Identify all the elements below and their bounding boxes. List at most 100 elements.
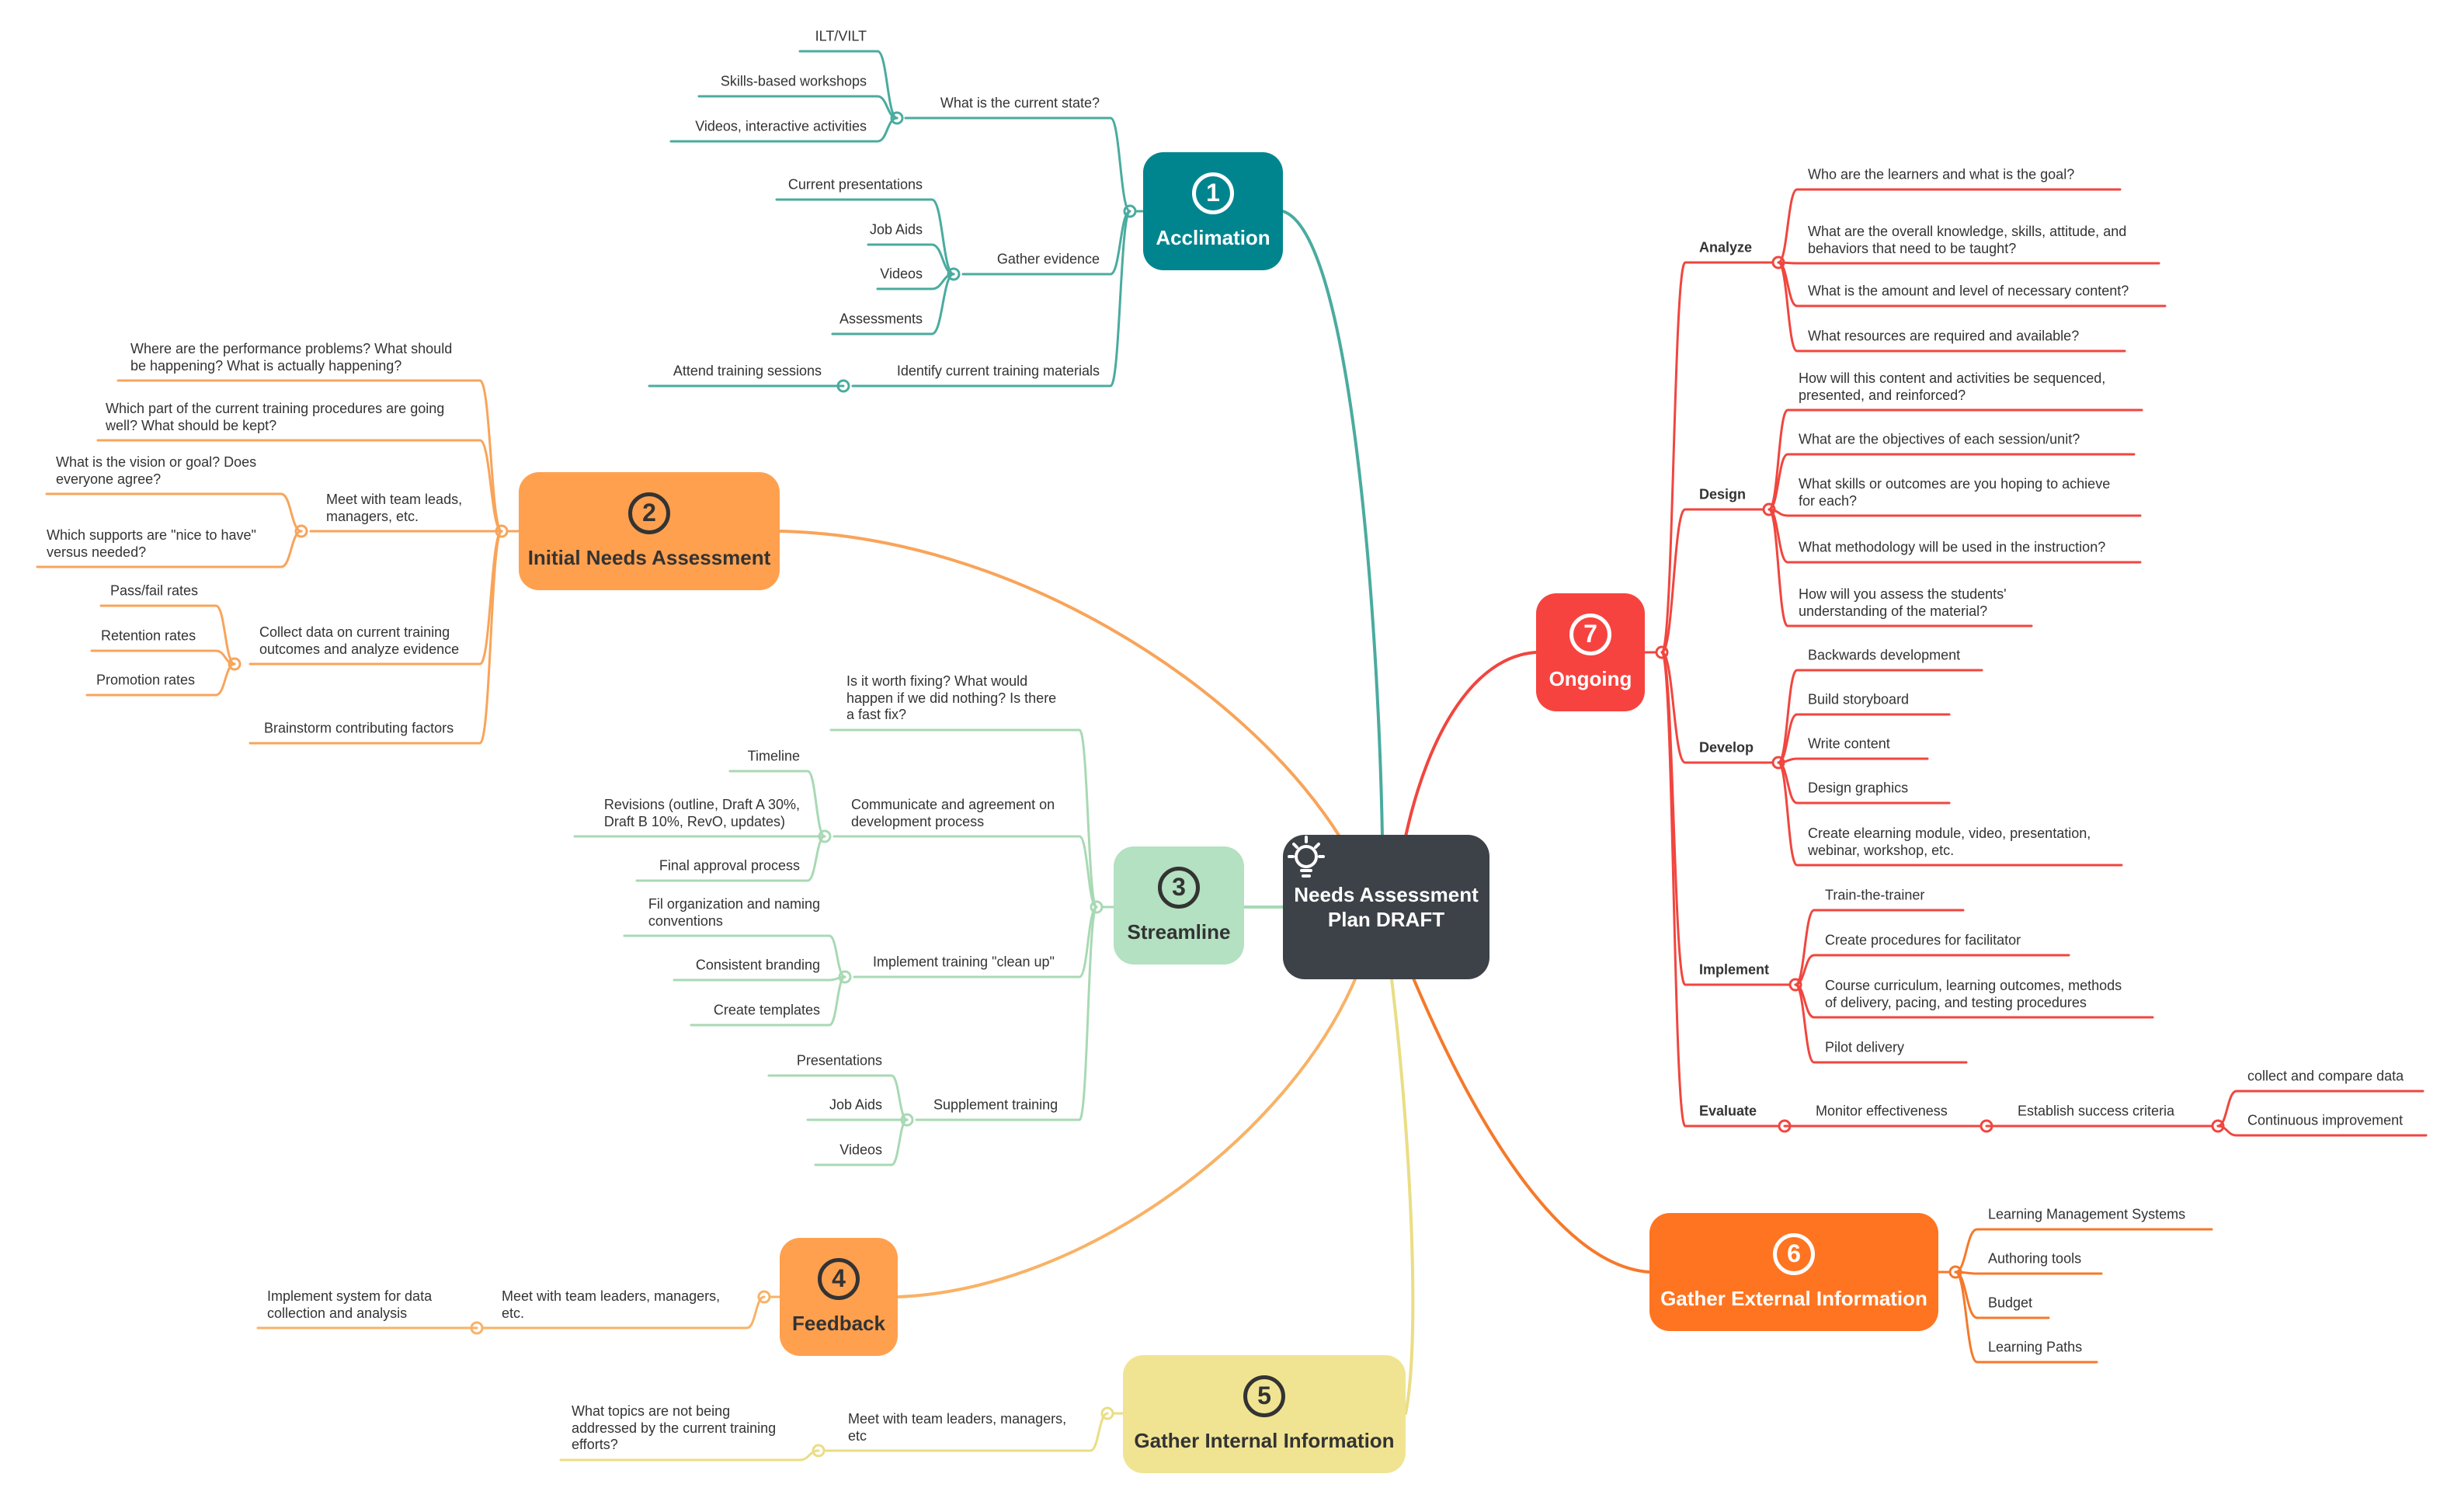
topic-label[interactable]: Train-the-trainer (1825, 887, 1925, 903)
topic-label[interactable]: Learning Paths (1988, 1339, 2083, 1355)
topic-label[interactable]: Where are the performance problems? What… (130, 340, 453, 374)
topic-label[interactable]: Analyze (1699, 239, 1753, 255)
topic-label[interactable]: Create elearning module, video, presenta… (1808, 825, 2091, 858)
branch-title: Streamline (1127, 919, 1231, 944)
topic-label[interactable]: Learning Management Systems (1988, 1206, 2186, 1222)
connector-line (249, 530, 503, 745)
branch-number-badge: 6 (1773, 1232, 1815, 1275)
topic-label[interactable]: Which part of the current training proce… (106, 400, 445, 433)
topic-label[interactable]: Supplement training (933, 1097, 1058, 1113)
topic-label[interactable]: Who are the learners and what is the goa… (1808, 166, 2075, 182)
topic-label[interactable]: Job Aids (869, 221, 923, 238)
connector-line (697, 95, 899, 120)
connector-line (961, 210, 1131, 276)
topic-label[interactable]: What topics are not being addressed by t… (572, 1403, 777, 1453)
connector-line (1281, 210, 1384, 838)
topic-label[interactable]: Is it worth fixing? What would happen if… (846, 673, 1057, 723)
topic-label[interactable]: What are the overall knowledge, skills, … (1808, 223, 2127, 256)
topic-label[interactable]: Develop (1699, 739, 1754, 756)
topic-label[interactable]: Build storyboard (1808, 691, 1910, 707)
connector-line (1794, 954, 2070, 986)
topic-label[interactable]: Promotion rates (96, 672, 196, 688)
topic-label[interactable]: Monitor effectiveness (1816, 1103, 1948, 1119)
topic-label[interactable]: Budget (1988, 1295, 2033, 1311)
connector-line (45, 492, 303, 533)
connector-line (99, 604, 236, 666)
connector-line (1777, 713, 1951, 764)
topic-label[interactable]: Continuous improvement (2247, 1112, 2404, 1128)
connector-line (669, 116, 899, 143)
topic-label[interactable]: Identify current training materials (896, 363, 1100, 379)
topic-label[interactable]: Job Aids (829, 1097, 882, 1113)
topic-label[interactable]: Videos (839, 1142, 882, 1158)
topic-label[interactable]: Collect data on current training outcome… (259, 624, 460, 657)
topic-label[interactable]: Authoring tools (1988, 1250, 2082, 1267)
topic-label[interactable]: Skills-based workshops (720, 73, 867, 89)
topic-label[interactable]: Implement training "clean up" (873, 954, 1055, 970)
topic-label[interactable]: What are the objectives of each session/… (1799, 431, 2080, 447)
topic-label[interactable]: Videos, interactive activities (695, 118, 867, 134)
connector-line (1777, 261, 2126, 353)
topic-label[interactable]: Communicate and agreement on development… (851, 796, 1055, 829)
topic-label[interactable]: Design graphics (1808, 780, 1909, 796)
topic-label[interactable]: Backwards development (1808, 647, 1961, 663)
topic-label[interactable]: ILT/VILT (815, 28, 867, 44)
topic-label[interactable]: Implement (1699, 961, 1770, 978)
connector-line (829, 728, 1098, 909)
connector-line (851, 210, 1131, 388)
topic-label[interactable]: Gather evidence (996, 251, 1100, 267)
topic-label[interactable]: How will you assess the students' unders… (1799, 586, 2007, 619)
topic-label[interactable]: Videos (880, 266, 923, 282)
branch-number-badge: 2 (628, 492, 670, 534)
connector-line (1660, 651, 1780, 764)
topic-label[interactable]: Meet with team leaders, managers, etc (848, 1410, 1067, 1444)
branch-title: Acclimation (1156, 225, 1270, 249)
topic-label[interactable]: What methodology will be used in the ins… (1799, 539, 2106, 555)
topic-label[interactable]: Write content (1808, 735, 1890, 752)
topic-label[interactable]: Meet with team leads, managers, etc. (326, 491, 463, 524)
topic-label[interactable]: Meet with team leaders, managers, etc. (502, 1288, 721, 1321)
topic-label[interactable]: What is the amount and level of necessar… (1808, 283, 2129, 299)
connector-line (728, 770, 826, 838)
topic-label[interactable]: Which supports are "nice to have" versus… (47, 527, 256, 560)
topic-label[interactable]: Final approval process (659, 857, 800, 874)
topic-label[interactable]: Attend training sessions (673, 363, 822, 379)
topic-label[interactable]: Pass/fail rates (110, 582, 199, 599)
topic-label[interactable]: Evaluate (1699, 1103, 1757, 1119)
topic-label[interactable]: Brainstorm contributing factors (264, 720, 454, 736)
topic-label[interactable]: Consistent branding (695, 957, 820, 973)
topic-label[interactable]: Establish success criteria (2018, 1103, 2175, 1119)
topic-label[interactable]: Presentations (796, 1052, 882, 1069)
topic-label[interactable]: What resources are required and availabl… (1808, 328, 2080, 344)
topic-label[interactable]: What is the vision or goal? Does everyon… (56, 454, 257, 487)
topic-label[interactable]: Retention rates (101, 627, 196, 644)
topic-label[interactable]: What is the current state? (940, 95, 1100, 111)
connector-line (1768, 508, 2142, 517)
root-topic[interactable]: Needs Assessment Plan DRAFT (1283, 835, 1489, 979)
topic-label[interactable]: How will this content and activities be … (1799, 370, 2106, 403)
topic-label[interactable]: Pilot delivery (1825, 1039, 1905, 1055)
topic-label[interactable]: Assessments (839, 311, 923, 327)
topic-label[interactable]: What skills or outcomes are you hoping t… (1799, 475, 2111, 509)
connector-line (1954, 1270, 2098, 1364)
topic-label[interactable]: Create procedures for facilitator (1825, 932, 2021, 948)
topic-label[interactable]: Fil organization and naming conventions (648, 895, 820, 929)
topic-label[interactable]: collect and compare data (2247, 1068, 2404, 1084)
topic-label[interactable]: Timeline (747, 748, 800, 764)
topic-label[interactable]: Create templates (713, 1002, 820, 1018)
connector-line (481, 1295, 766, 1330)
topic-label[interactable]: Design (1699, 486, 1747, 502)
topic-label[interactable]: Implement system for data collection and… (267, 1288, 433, 1321)
connector-line (623, 934, 846, 978)
topic-label[interactable]: Current presentations (787, 176, 923, 193)
topic-label[interactable]: Revisions (outline, Draft A 30%, Draft B… (603, 796, 800, 829)
topic-label[interactable]: Course curriculum, learning outcomes, me… (1825, 977, 2122, 1010)
